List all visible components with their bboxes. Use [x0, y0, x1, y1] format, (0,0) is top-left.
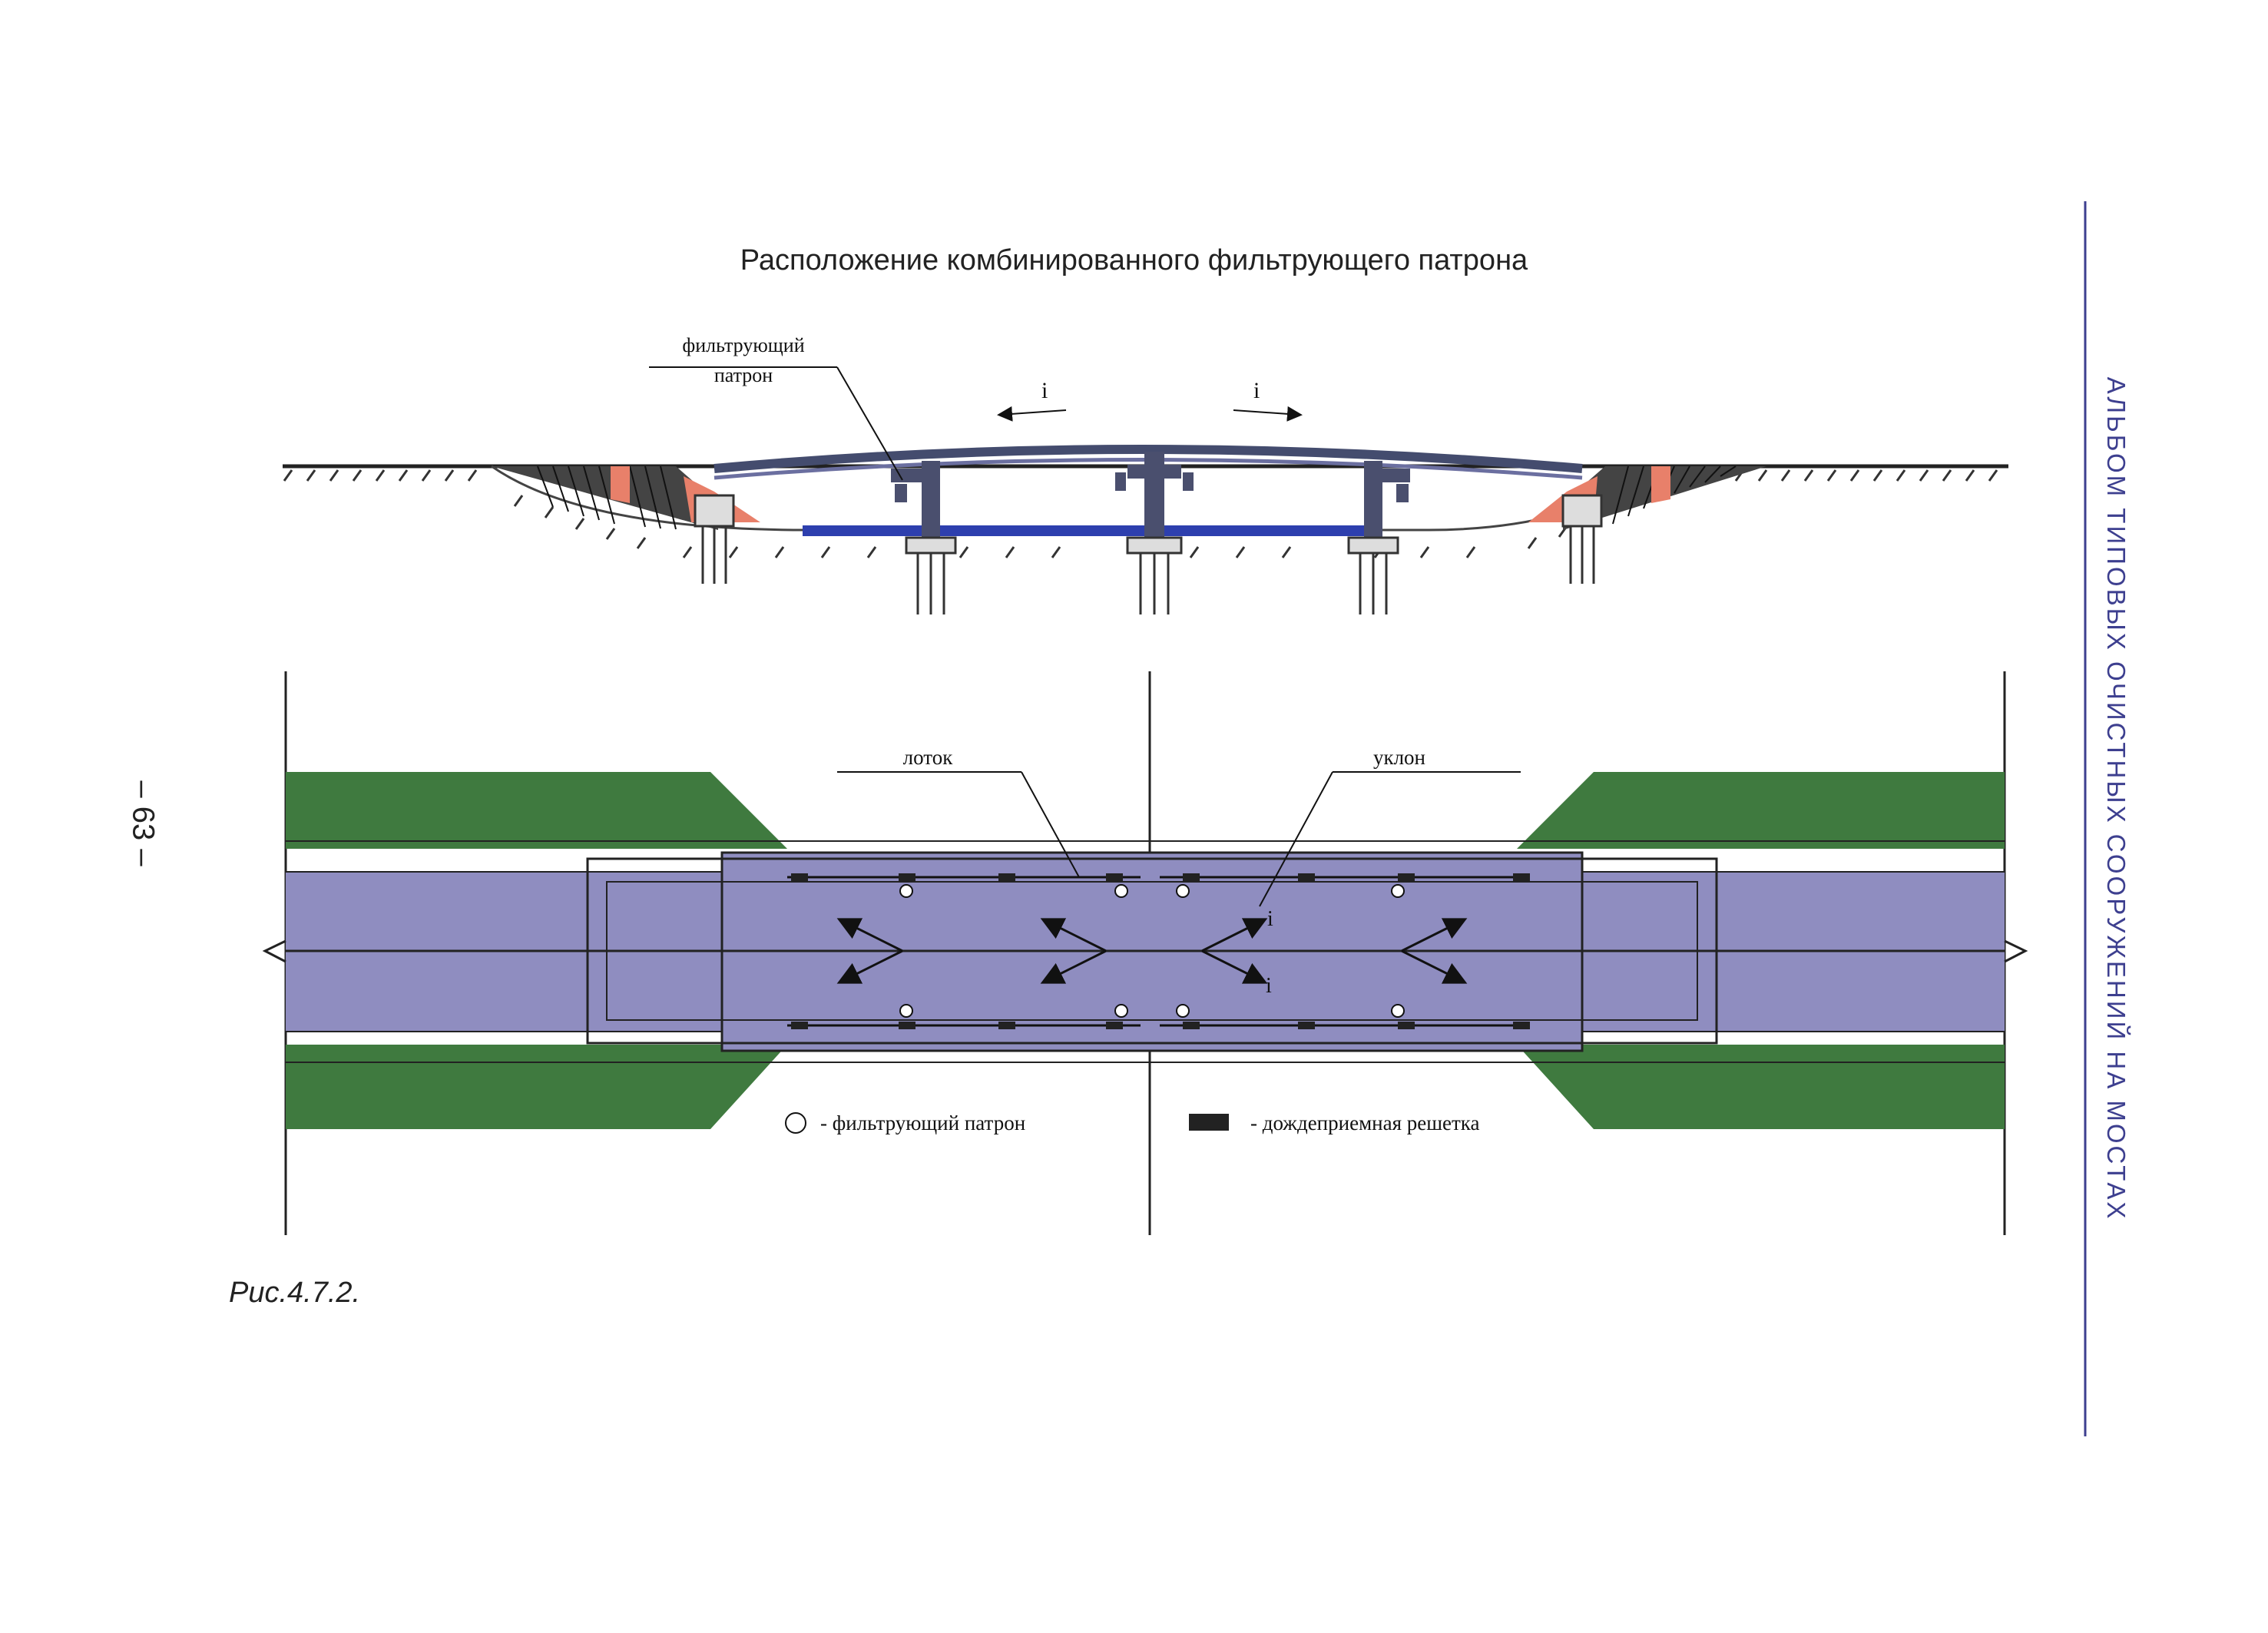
ground-hatching — [283, 469, 1998, 558]
pier-1 — [891, 461, 957, 614]
rain-grates-bottom — [791, 1022, 1530, 1029]
legend-filter-label: - фильтрующий патрон — [820, 1111, 1025, 1134]
slope-mark-1: i — [1267, 907, 1273, 931]
pier-2 — [1115, 452, 1194, 614]
rain-grates-top — [791, 873, 1530, 881]
page-title: Расположение комбинированного фильтрующе… — [740, 244, 1528, 277]
slope-arrow-left — [997, 406, 1067, 422]
legend-grate-symbol — [1189, 1114, 1229, 1131]
slope-arrow-right — [1233, 406, 1303, 422]
left-abutment — [694, 494, 735, 584]
filter-cartridges-top — [899, 884, 1405, 898]
embankment-top-right — [1517, 772, 2005, 849]
callout-filter-line2: патрон — [714, 364, 773, 386]
right-abutment — [1561, 494, 1603, 584]
filter-cartridges-bottom — [899, 1004, 1405, 1018]
slope-mark-2: i — [1266, 974, 1272, 998]
elevation-view: фильтрующий патрон i i — [283, 334, 2008, 614]
slope-arrows-plan — [836, 918, 1468, 984]
slope-label-right: i — [1253, 378, 1260, 403]
callout-tray: лоток — [903, 746, 954, 769]
embankment-bottom-right — [1517, 1045, 2005, 1129]
pier-3 — [1347, 461, 1410, 614]
plan-view: i i лоток уклон - фильтрующий патрон - д… — [262, 671, 2028, 1235]
embankment-top-left — [286, 772, 787, 849]
embankment-bottom-left — [286, 1045, 787, 1129]
legend-filter-symbol — [785, 1112, 806, 1134]
slope-label-left: i — [1041, 378, 1048, 403]
legend-grate-label: - дождеприемная решетка — [1250, 1111, 1480, 1134]
bridge-deck — [714, 445, 1583, 473]
callout-slope: уклон — [1373, 746, 1425, 769]
water — [803, 525, 1379, 536]
callout-filter-line1: фильтрующий — [682, 334, 804, 356]
figure-caption: Рис.4.7.2. — [229, 1277, 361, 1309]
